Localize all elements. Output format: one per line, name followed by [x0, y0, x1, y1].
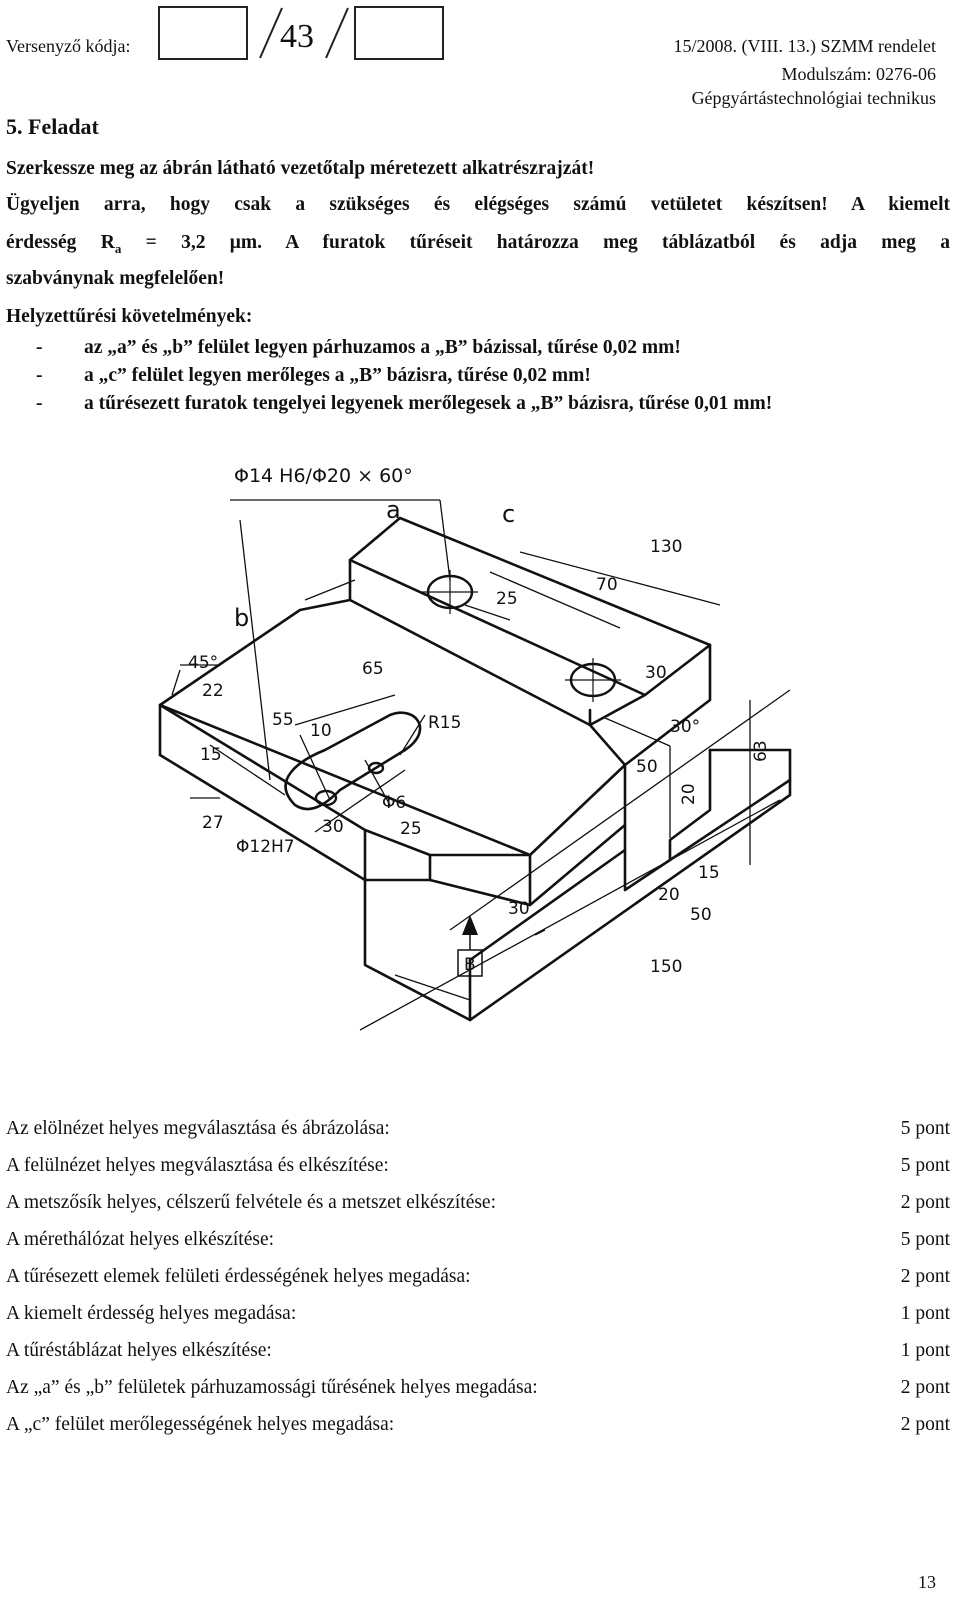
- dim-30: 30: [645, 663, 667, 683]
- roughness-subscript: a: [114, 240, 122, 256]
- dim-30-deg: 30°: [670, 717, 700, 737]
- holes: [314, 574, 617, 807]
- requirement-dash: -: [36, 337, 43, 358]
- dim-20-lower: 20: [658, 885, 680, 905]
- dim-20: 20: [679, 783, 699, 805]
- hole-phi-6: Φ6: [382, 793, 406, 813]
- score-row: A tűrésezett elemek felületi érdességéne…: [6, 1266, 950, 1303]
- page-number: 13: [918, 1572, 936, 1592]
- dim-22: 22: [202, 681, 224, 701]
- score-row: Az „a” és „b” felületek párhuzamossági t…: [6, 1377, 950, 1414]
- dim-65: 65: [362, 659, 384, 679]
- score-criterion: A tűréstáblázat helyes elkészítése:: [6, 1340, 272, 1361]
- score-row: Az elölnézet helyes megválasztása és ábr…: [6, 1118, 950, 1155]
- module-number: Modulszám: 0276-06: [781, 64, 937, 84]
- dim-15-left: 15: [200, 745, 222, 765]
- score-points: 1 pont: [900, 1303, 950, 1324]
- surface-label-a: a: [386, 496, 401, 524]
- requirement-2: - a „c” felület legyen merőleges a „B” b…: [6, 362, 950, 389]
- score-criterion: A metszősík helyes, célszerű felvétele é…: [6, 1192, 497, 1213]
- dim-130: 130: [650, 537, 682, 557]
- center-lines: [422, 570, 621, 702]
- score-row: A felülnézet helyes megválasztása és elk…: [6, 1155, 950, 1192]
- dim-50: 50: [636, 757, 658, 777]
- hole-phi-12: Φ12H7: [236, 837, 295, 857]
- requirement-3: - a tűrésezett furatok tengelyei legyene…: [6, 390, 950, 444]
- dim-45-deg: 45°: [188, 653, 218, 673]
- task-instruction-4: szabványnak megfelelően!: [6, 268, 225, 289]
- roughness-text-b: = 3,2 μm. A furatok tűréseit határozza m…: [121, 232, 950, 253]
- hole-callout: Φ14 H6/Φ20 × 60°: [234, 465, 413, 487]
- score-criterion: A „c” felület merőlegességének helyes me…: [6, 1414, 395, 1435]
- score-criterion: A kiemelt érdesség helyes megadása:: [6, 1303, 297, 1324]
- requirement-dash: -: [36, 393, 43, 414]
- score-points: 5 pont: [900, 1229, 950, 1250]
- competitor-code-label: Versenyző kódja:: [6, 36, 131, 56]
- task-instruction-1: Szerkessze meg az ábrán látható vezetőta…: [6, 158, 595, 179]
- score-points: 1 pont: [900, 1340, 950, 1361]
- score-criterion: A tűrésezett elemek felületi érdességéne…: [6, 1266, 471, 1287]
- surface-label-b: b: [234, 604, 249, 632]
- profession-name: Gépgyártástechnológiai technikus: [691, 88, 936, 108]
- dim-25: 25: [496, 589, 518, 609]
- dim-63: 63: [751, 740, 771, 762]
- dim-30-slot: 30: [322, 817, 344, 837]
- code-separator-slash-2: [325, 7, 349, 59]
- page-fraction-number: 43: [280, 18, 314, 55]
- dim-55: 55: [272, 710, 294, 730]
- competitor-code-box-1[interactable]: [158, 6, 248, 60]
- roughness-text-a: érdesség R: [6, 232, 115, 253]
- requirement-text: az „a” és „b” felület legyen párhuzamos …: [84, 337, 681, 358]
- surface-label-c: c: [502, 500, 515, 528]
- requirements-title: Helyzettűrési követelmények:: [6, 306, 253, 327]
- dim-10: 10: [310, 721, 332, 741]
- dimension-labels: Φ14 H6/Φ20 × 60° a c b 130 70 25 30 30° …: [188, 465, 771, 977]
- dim-50-lower: 50: [690, 905, 712, 925]
- requirement-text: a „c” felület legyen merőleges a „B” báz…: [84, 365, 591, 386]
- requirement-text: a tűrésezett furatok tengelyei legyenek …: [84, 393, 773, 414]
- dim-15: 15: [698, 863, 720, 883]
- competitor-code-box-2[interactable]: [354, 6, 444, 60]
- score-row: A „c” felület merőlegességének helyes me…: [6, 1414, 950, 1451]
- dim-27: 27: [202, 813, 224, 833]
- score-criterion: Az „a” és „b” felületek párhuzamossági t…: [6, 1377, 538, 1398]
- score-criterion: A mérethálózat helyes elkészítése:: [6, 1229, 275, 1250]
- score-points: 2 pont: [900, 1266, 950, 1287]
- score-points: 2 pont: [900, 1414, 950, 1435]
- score-points: 2 pont: [900, 1377, 950, 1398]
- dim-25-slot: 25: [400, 819, 422, 839]
- datum-letter: B: [464, 955, 476, 975]
- part-outline: [158, 516, 792, 1022]
- task-title: 5. Feladat: [6, 114, 99, 139]
- score-row: A metszősík helyes, célszerű felvétele é…: [6, 1192, 950, 1229]
- dim-30-lower: 30: [508, 899, 530, 919]
- score-points: 5 pont: [900, 1155, 950, 1176]
- dim-150: 150: [650, 957, 682, 977]
- score-row: A kiemelt érdesség helyes megadása: 1 po…: [6, 1303, 950, 1340]
- dim-70: 70: [596, 575, 618, 595]
- score-criterion: Az elölnézet helyes megválasztása és ábr…: [6, 1118, 390, 1139]
- requirement-dash: -: [36, 365, 43, 386]
- score-points: 5 pont: [900, 1118, 950, 1139]
- radius-15: R15: [428, 713, 461, 733]
- dimension-lines: [171, 499, 791, 1031]
- technical-drawing-isometric: B Φ14 H6/Φ20 × 60° a c b 130 70 25 30 30…: [158, 465, 792, 1031]
- score-points: 2 pont: [900, 1192, 950, 1213]
- score-row: A tűréstáblázat helyes elkészítése: 1 po…: [6, 1340, 950, 1377]
- decree-reference: 15/2008. (VIII. 13.) SZMM rendelet: [673, 36, 936, 56]
- task-instruction-2: Ügyeljen arra, hogy csak a szükséges és …: [6, 194, 950, 215]
- requirement-1: - az „a” és „b” felület legyen párhuzamo…: [6, 334, 950, 361]
- datum-symbol: B: [457, 915, 483, 977]
- score-criterion: A felülnézet helyes megválasztása és elk…: [6, 1155, 389, 1176]
- score-row: A mérethálózat helyes elkészítése: 5 pon…: [6, 1229, 950, 1266]
- code-separator-slash-1: [259, 7, 283, 59]
- task-instruction-3: érdesség Ra = 3,2 μm. A furatok tűréseit…: [6, 226, 950, 265]
